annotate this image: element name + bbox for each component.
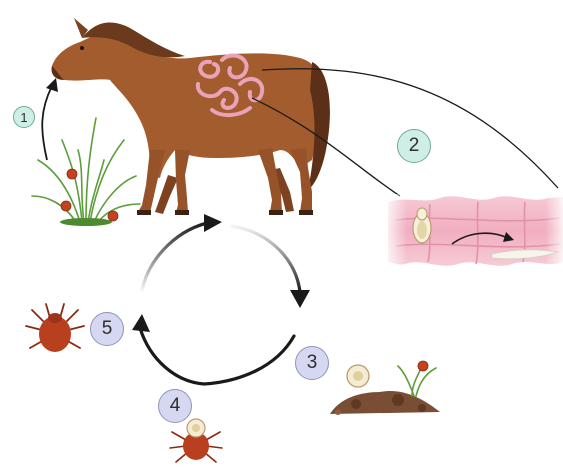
mite-with-egg (170, 419, 222, 462)
step-badge-3: 3 (295, 346, 329, 380)
step-label-3: 3 (307, 352, 318, 374)
grass-with-mites (32, 118, 140, 226)
step-badge-4: 4 (158, 389, 192, 423)
adult-mite (26, 304, 84, 352)
soil-with-larva (330, 361, 440, 415)
step-badge-5: 5 (90, 312, 124, 346)
cycle-arrowheads (132, 214, 310, 332)
step-badge-2: 2 (397, 129, 431, 163)
cycle-arrows (140, 222, 300, 384)
ingestion-arrow (42, 78, 58, 160)
intestine-closeup (386, 194, 563, 270)
step-badge-1: 1 (13, 106, 35, 128)
step-label-5: 5 (102, 318, 113, 340)
step-label-1: 1 (20, 110, 27, 125)
step-label-4: 4 (170, 395, 181, 417)
step-label-2: 2 (409, 135, 420, 157)
